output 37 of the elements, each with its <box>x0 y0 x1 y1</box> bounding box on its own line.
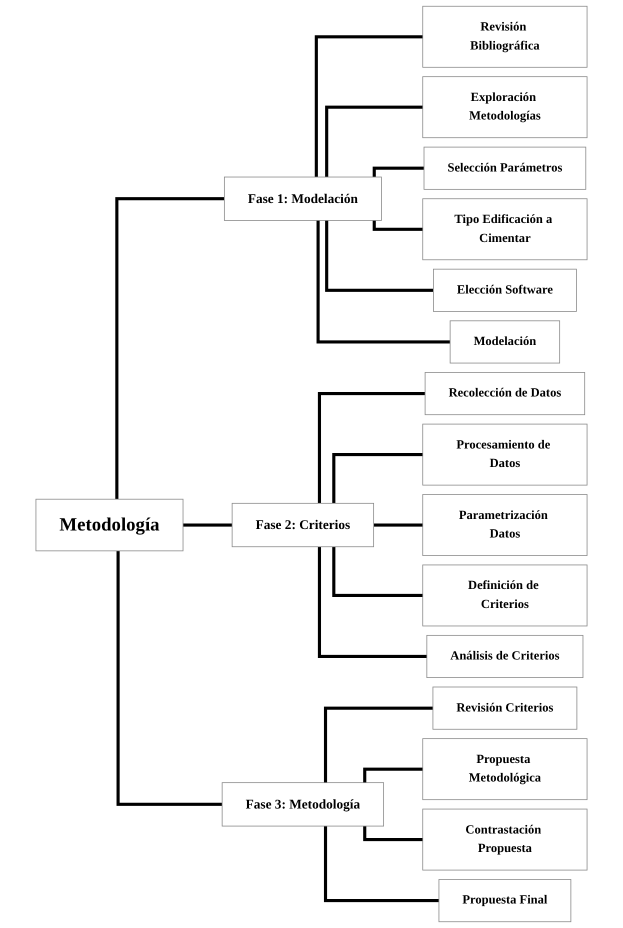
node-box: Revisión Bibliográfica <box>422 6 588 68</box>
node-box: Metodología <box>36 498 184 552</box>
connector <box>332 453 423 504</box>
connector <box>181 523 232 527</box>
node-box: Fase 1: Modelación <box>224 176 382 221</box>
node-box: Revisión Criterios <box>432 686 578 730</box>
node-box: Propuesta Final <box>438 879 572 922</box>
node-box: Selección Parámetros <box>424 146 586 190</box>
connector <box>318 546 427 658</box>
node-box: Contrastación Propuesta <box>422 808 588 870</box>
connector <box>332 546 423 598</box>
connector <box>372 220 423 231</box>
node-box: Procesamiento de Datos <box>422 424 588 486</box>
node-box: Elección Software <box>433 268 577 312</box>
node-box: Fase 3: Metodología <box>222 782 384 826</box>
node-box: Modelación <box>450 320 560 364</box>
node-box: Exploración Metodologías <box>422 76 588 138</box>
connector <box>363 826 423 842</box>
connector <box>115 197 224 500</box>
node-box: Propuesta Metodológica <box>422 738 588 800</box>
connector <box>363 768 423 783</box>
node-box: Recolección de Datos <box>424 372 586 416</box>
connector <box>372 523 423 527</box>
node-box: Fase 2: Criterios <box>232 502 374 548</box>
connector <box>325 220 434 292</box>
node-box: Análisis de Criterios <box>426 634 584 678</box>
connector <box>318 392 426 504</box>
connector <box>116 550 222 806</box>
connector <box>314 35 423 178</box>
node-box: Tipo Edificación a Cimentar <box>422 198 588 260</box>
connector <box>316 220 450 344</box>
connector <box>372 166 424 178</box>
connector <box>324 826 439 902</box>
node-box: Parametrización Datos <box>422 494 588 556</box>
connector <box>324 706 433 783</box>
connector <box>325 106 423 178</box>
node-box: Definición de Criterios <box>422 564 588 626</box>
